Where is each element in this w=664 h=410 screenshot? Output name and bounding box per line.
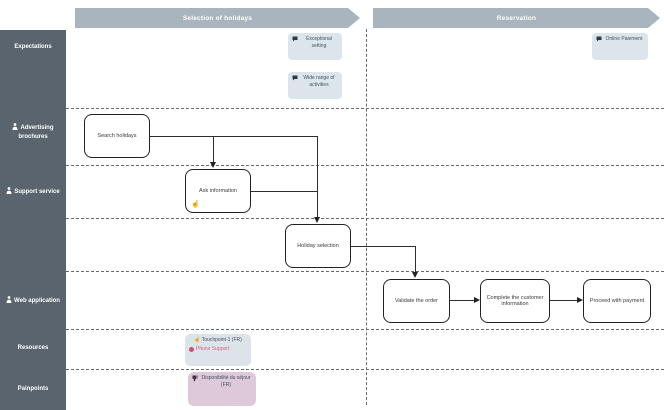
lane-divider <box>66 165 664 166</box>
flow-box-search-holidays[interactable]: Search holidays <box>84 114 150 158</box>
phase-divider <box>366 29 367 405</box>
touchpoint-text: Touchpoint-1 (FR) <box>201 337 242 343</box>
lane-sidebar <box>0 30 66 410</box>
lane-divider <box>66 369 664 370</box>
lane-label-support: Support service <box>0 187 66 198</box>
flow-box-ask-information[interactable]: Ask information ☝ <box>185 169 251 213</box>
lane-label-painpoints: Painpoints <box>17 386 49 392</box>
lane-label-text: Web application <box>14 298 60 304</box>
comment-icon <box>292 36 298 45</box>
lane-divider <box>66 271 664 272</box>
connector-line <box>317 136 318 218</box>
arrowhead-right <box>577 297 583 303</box>
flow-box-label: Ask information <box>199 188 237 194</box>
flow-box-proceed-payment[interactable]: Proceed with payment <box>583 279 651 323</box>
note-wide-range[interactable]: Wide range of activities <box>288 72 342 99</box>
connector-line <box>213 136 214 163</box>
lane-divider <box>66 108 664 109</box>
note-text: Online Paiement <box>605 36 643 42</box>
comment-icon <box>596 36 602 45</box>
connector-line <box>550 300 578 301</box>
lane-label-text: Advertising brochures <box>18 125 54 140</box>
lane-divider <box>66 329 664 330</box>
lane-label-resources: Resources <box>17 345 49 351</box>
touchpoint-line: ☝ Touchpoint-1 (FR) <box>189 337 247 344</box>
note-online-payment[interactable]: Online Paiement <box>592 33 648 60</box>
thumbs-down-icon <box>192 375 198 385</box>
phone-support-line: Phone Support <box>189 346 247 353</box>
touch-icon: ☝ <box>191 201 200 208</box>
note-text: Exceptional setting <box>306 36 332 49</box>
painpoint-text: Disponibilité du séjour (FR) <box>201 375 251 388</box>
connector-line <box>150 136 318 137</box>
phone-support-text: Phone Support <box>196 345 230 352</box>
arrowhead-down <box>412 272 418 278</box>
flow-box-holiday-selection[interactable]: Holiday selection <box>285 224 351 268</box>
lane-label-text: Support service <box>14 189 60 195</box>
flow-box-validate-order[interactable]: Validate the order <box>383 279 450 323</box>
person-icon <box>12 123 18 134</box>
connector-line <box>351 246 416 247</box>
connector-line <box>415 246 416 273</box>
arrowhead-down <box>314 217 320 223</box>
touch-icon: ☝ <box>194 337 201 343</box>
person-icon <box>6 296 12 307</box>
note-exceptional-setting[interactable]: Exceptional setting <box>288 33 342 60</box>
lane-divider <box>66 218 664 219</box>
arrowhead-down <box>210 162 216 168</box>
lane-label-advertising: Advertising brochures <box>0 123 66 141</box>
connector-line <box>450 300 475 301</box>
connector-line <box>251 191 318 192</box>
flow-box-complete-information[interactable]: Complete the customer information <box>480 279 550 323</box>
phone-icon <box>189 346 194 352</box>
lane-label-expectations: Expectations <box>14 44 52 50</box>
note-resources[interactable]: ☝ Touchpoint-1 (FR) Phone Support <box>185 334 251 366</box>
arrowhead-right <box>474 297 480 303</box>
person-icon <box>6 187 12 198</box>
note-painpoint[interactable]: Disponibilité du séjour (FR) <box>188 372 256 406</box>
lane-label-web: Web application <box>0 296 66 307</box>
comment-icon <box>292 75 298 84</box>
phase-banner-reservation[interactable]: Reservation <box>373 8 660 28</box>
note-text: Wide range of activities <box>303 75 335 88</box>
phase-banner-selection[interactable]: Selection of holidays <box>75 8 360 28</box>
